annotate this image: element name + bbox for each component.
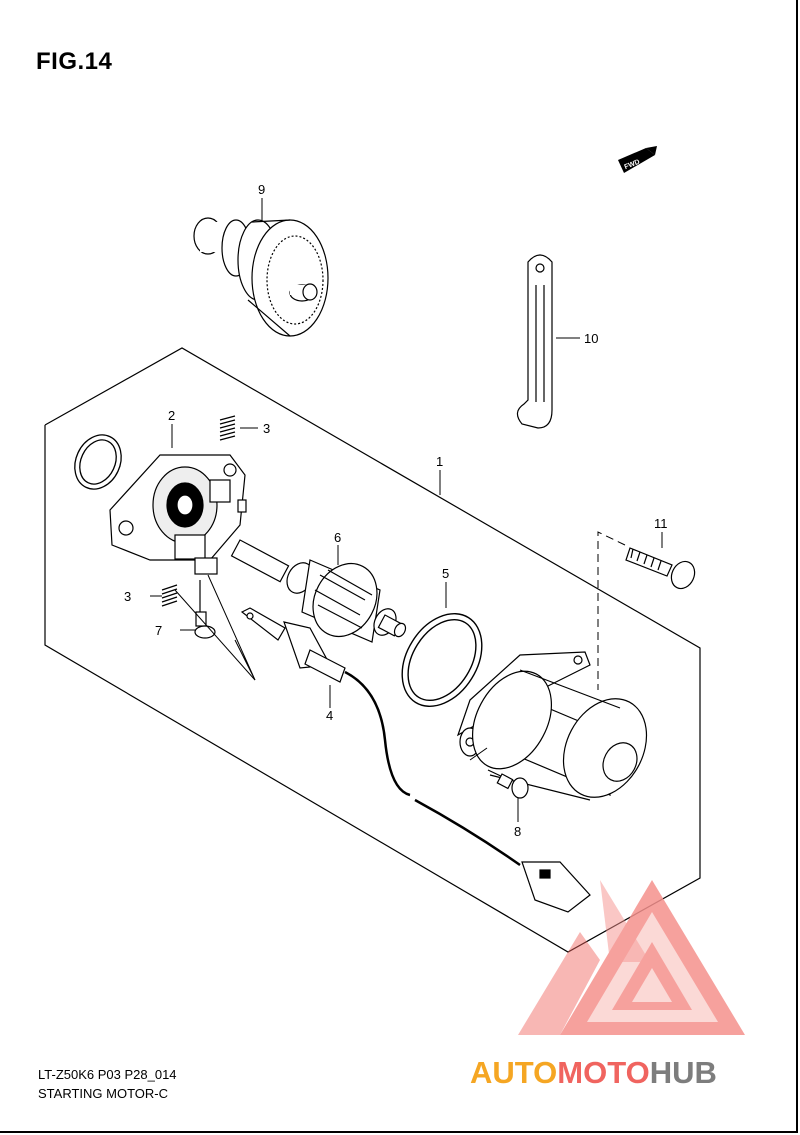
callout-8: 8 — [514, 824, 521, 839]
part-screw-8 — [487, 769, 529, 799]
figure-code: LT-Z50K6 P03 P28_014 — [38, 1067, 177, 1082]
callout-11: 11 — [654, 516, 668, 531]
callout-2: 2 — [168, 408, 175, 423]
callout-10: 10 — [584, 331, 598, 346]
part-o-ring-large — [401, 613, 483, 707]
part-spring-upper — [219, 415, 236, 441]
watermark-hub: HUB — [650, 1055, 717, 1090]
callout-6: 6 — [334, 530, 341, 545]
callout-leaders — [150, 198, 663, 822]
callout-9: 9 — [258, 182, 265, 197]
part-motor-housing — [456, 651, 648, 801]
part-brush-holder — [109, 454, 247, 575]
callout-7: 7 — [155, 623, 162, 638]
part-screw-7 — [194, 580, 216, 639]
bolt-leader — [469, 531, 626, 761]
figure-title: FIG.14 — [36, 48, 113, 75]
part-bolt-11 — [625, 547, 696, 590]
figure-name: STARTING MOTOR-C — [38, 1086, 168, 1101]
callout-1: 1 — [436, 454, 443, 469]
part-lead-wire — [240, 607, 591, 913]
assembly-outline — [44, 347, 701, 953]
part-armature — [230, 539, 407, 643]
watermark-auto: AUTO — [470, 1055, 557, 1090]
watermark-moto: MOTO — [557, 1055, 649, 1090]
watermark-logo — [518, 880, 745, 1035]
part-o-ring-small — [74, 434, 122, 490]
fwd-badge: FWD — [618, 146, 657, 173]
part-starter-drive — [193, 217, 329, 337]
callout-3-upper: 3 — [263, 421, 270, 436]
callout-3-lower: 3 — [124, 589, 131, 604]
part-spring-lower — [161, 584, 178, 607]
watermark-wordmark: AUTOMOTOHUB — [470, 1055, 717, 1090]
callout-4: 4 — [326, 708, 333, 723]
leader-lines — [174, 574, 256, 681]
callout-5: 5 — [442, 566, 449, 581]
part-bracket — [516, 254, 553, 429]
